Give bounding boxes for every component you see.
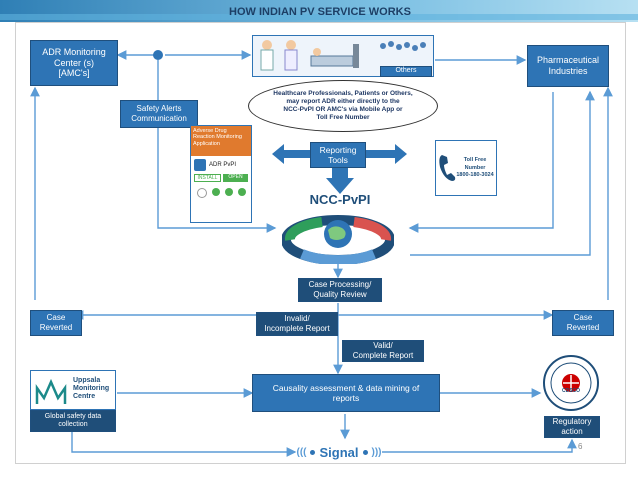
uppsala-text: Uppsala Monitoring Centre [73, 377, 110, 401]
reporters-figures-icon [260, 40, 426, 71]
app-stat-icon [224, 188, 233, 196]
app-install-button: INSTALL [194, 174, 221, 182]
regulatory-action-box: Regulatory action [544, 416, 600, 438]
cdsco-seal-icon [543, 355, 599, 411]
ncc-cycle-graphic [282, 215, 394, 264]
ncc-pharma-line [410, 90, 595, 256]
cdsco-text: CDSCO [561, 388, 581, 394]
app-stat-icon [237, 188, 246, 196]
invalid-report-box: Invalid/ Incomplete Report [256, 312, 338, 336]
reporters-caption: Healthcare Professionals, Patients or Ot… [248, 80, 438, 132]
phone-icon [439, 155, 456, 181]
junction-dot [153, 50, 163, 60]
app-icon [194, 159, 206, 171]
top-decoration-stripe [0, 14, 638, 20]
global-signal-line [71, 432, 297, 457]
case-reverted-left-box: Case Reverted [30, 310, 82, 336]
mobile-app-screenshot: Adverse Drug Reaction Monitoring Applica… [190, 125, 252, 223]
reporting-tools-box: Reporting Tools [310, 142, 366, 168]
app-stat-icon [211, 188, 220, 196]
others-label: Others [380, 66, 432, 77]
app-open-button: OPEN [223, 174, 248, 182]
signal-regulatory-line [382, 438, 577, 453]
page-number: 6 [578, 442, 583, 451]
pharmaceutical-industries-box: Pharmaceutical Industries [527, 45, 609, 87]
toll-free-text: Toll Free Number 1800-180-3024 [456, 157, 494, 179]
ncc-pvpi-label: NCC-PvPI [309, 192, 371, 207]
app-name: ADR PvPI [209, 162, 237, 168]
slide-title: HOW INDIAN PV SERVICE WORKS [229, 6, 411, 18]
global-safety-box: Global safety data collection [30, 410, 116, 432]
valid-report-box: Valid/ Complete Report [342, 340, 424, 362]
app-stat-icon [196, 188, 207, 198]
case-processing-box: Case Processing/ Quality Review [298, 278, 382, 302]
case-reverted-right-box: Case Reverted [552, 310, 614, 336]
app-banner: Adverse Drug Reaction Monitoring Applica… [191, 126, 251, 156]
signal-waves-left-icon: ((( [296, 446, 307, 458]
adr-monitoring-center-box: ADR Monitoring Center (s) [AMC's] [30, 40, 118, 86]
uppsala-panel: Uppsala Monitoring Centre [30, 370, 116, 410]
cdsco-emblem: CDSCO [543, 352, 599, 414]
uppsala-logo-icon [35, 378, 67, 404]
signal-dot-icon [362, 449, 368, 455]
signal-waves-right-icon: ))) [371, 446, 382, 458]
causality-assessment-box: Causality assessment & data mining of re… [252, 374, 440, 412]
toll-free-panel: Toll Free Number 1800-180-3024 [435, 140, 497, 196]
signal-dot-icon [310, 449, 316, 455]
signal-node: ((( Signal ))) [296, 441, 382, 463]
pharma-ncc-line [408, 92, 554, 233]
signal-label: Signal [319, 444, 359, 460]
safety-alerts-box: Safety Alerts Communication [120, 100, 198, 128]
